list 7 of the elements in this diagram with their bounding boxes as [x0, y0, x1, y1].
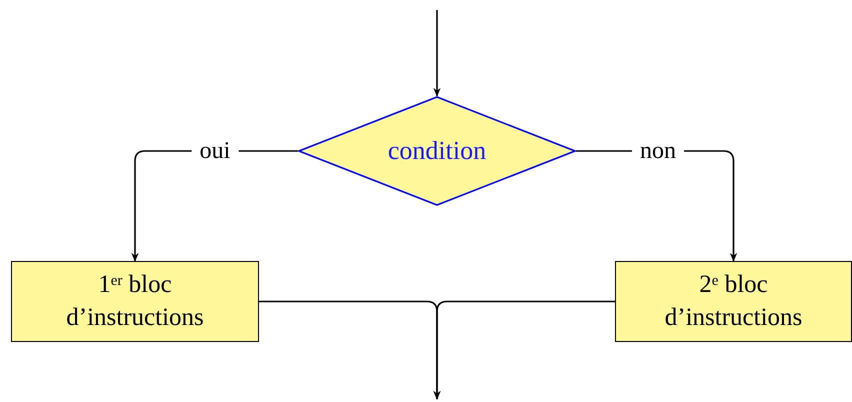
box-text: 1$^{er}$ bloc d’instructions [65, 270, 205, 332]
condition-label: condition [388, 134, 486, 167]
arrow [433, 300, 615, 400]
arrow [433, 10, 441, 97]
process-box [615, 261, 852, 342]
process-box [11, 261, 259, 342]
box-text: 2$^{e}$ bloc d’instructions [664, 270, 804, 332]
